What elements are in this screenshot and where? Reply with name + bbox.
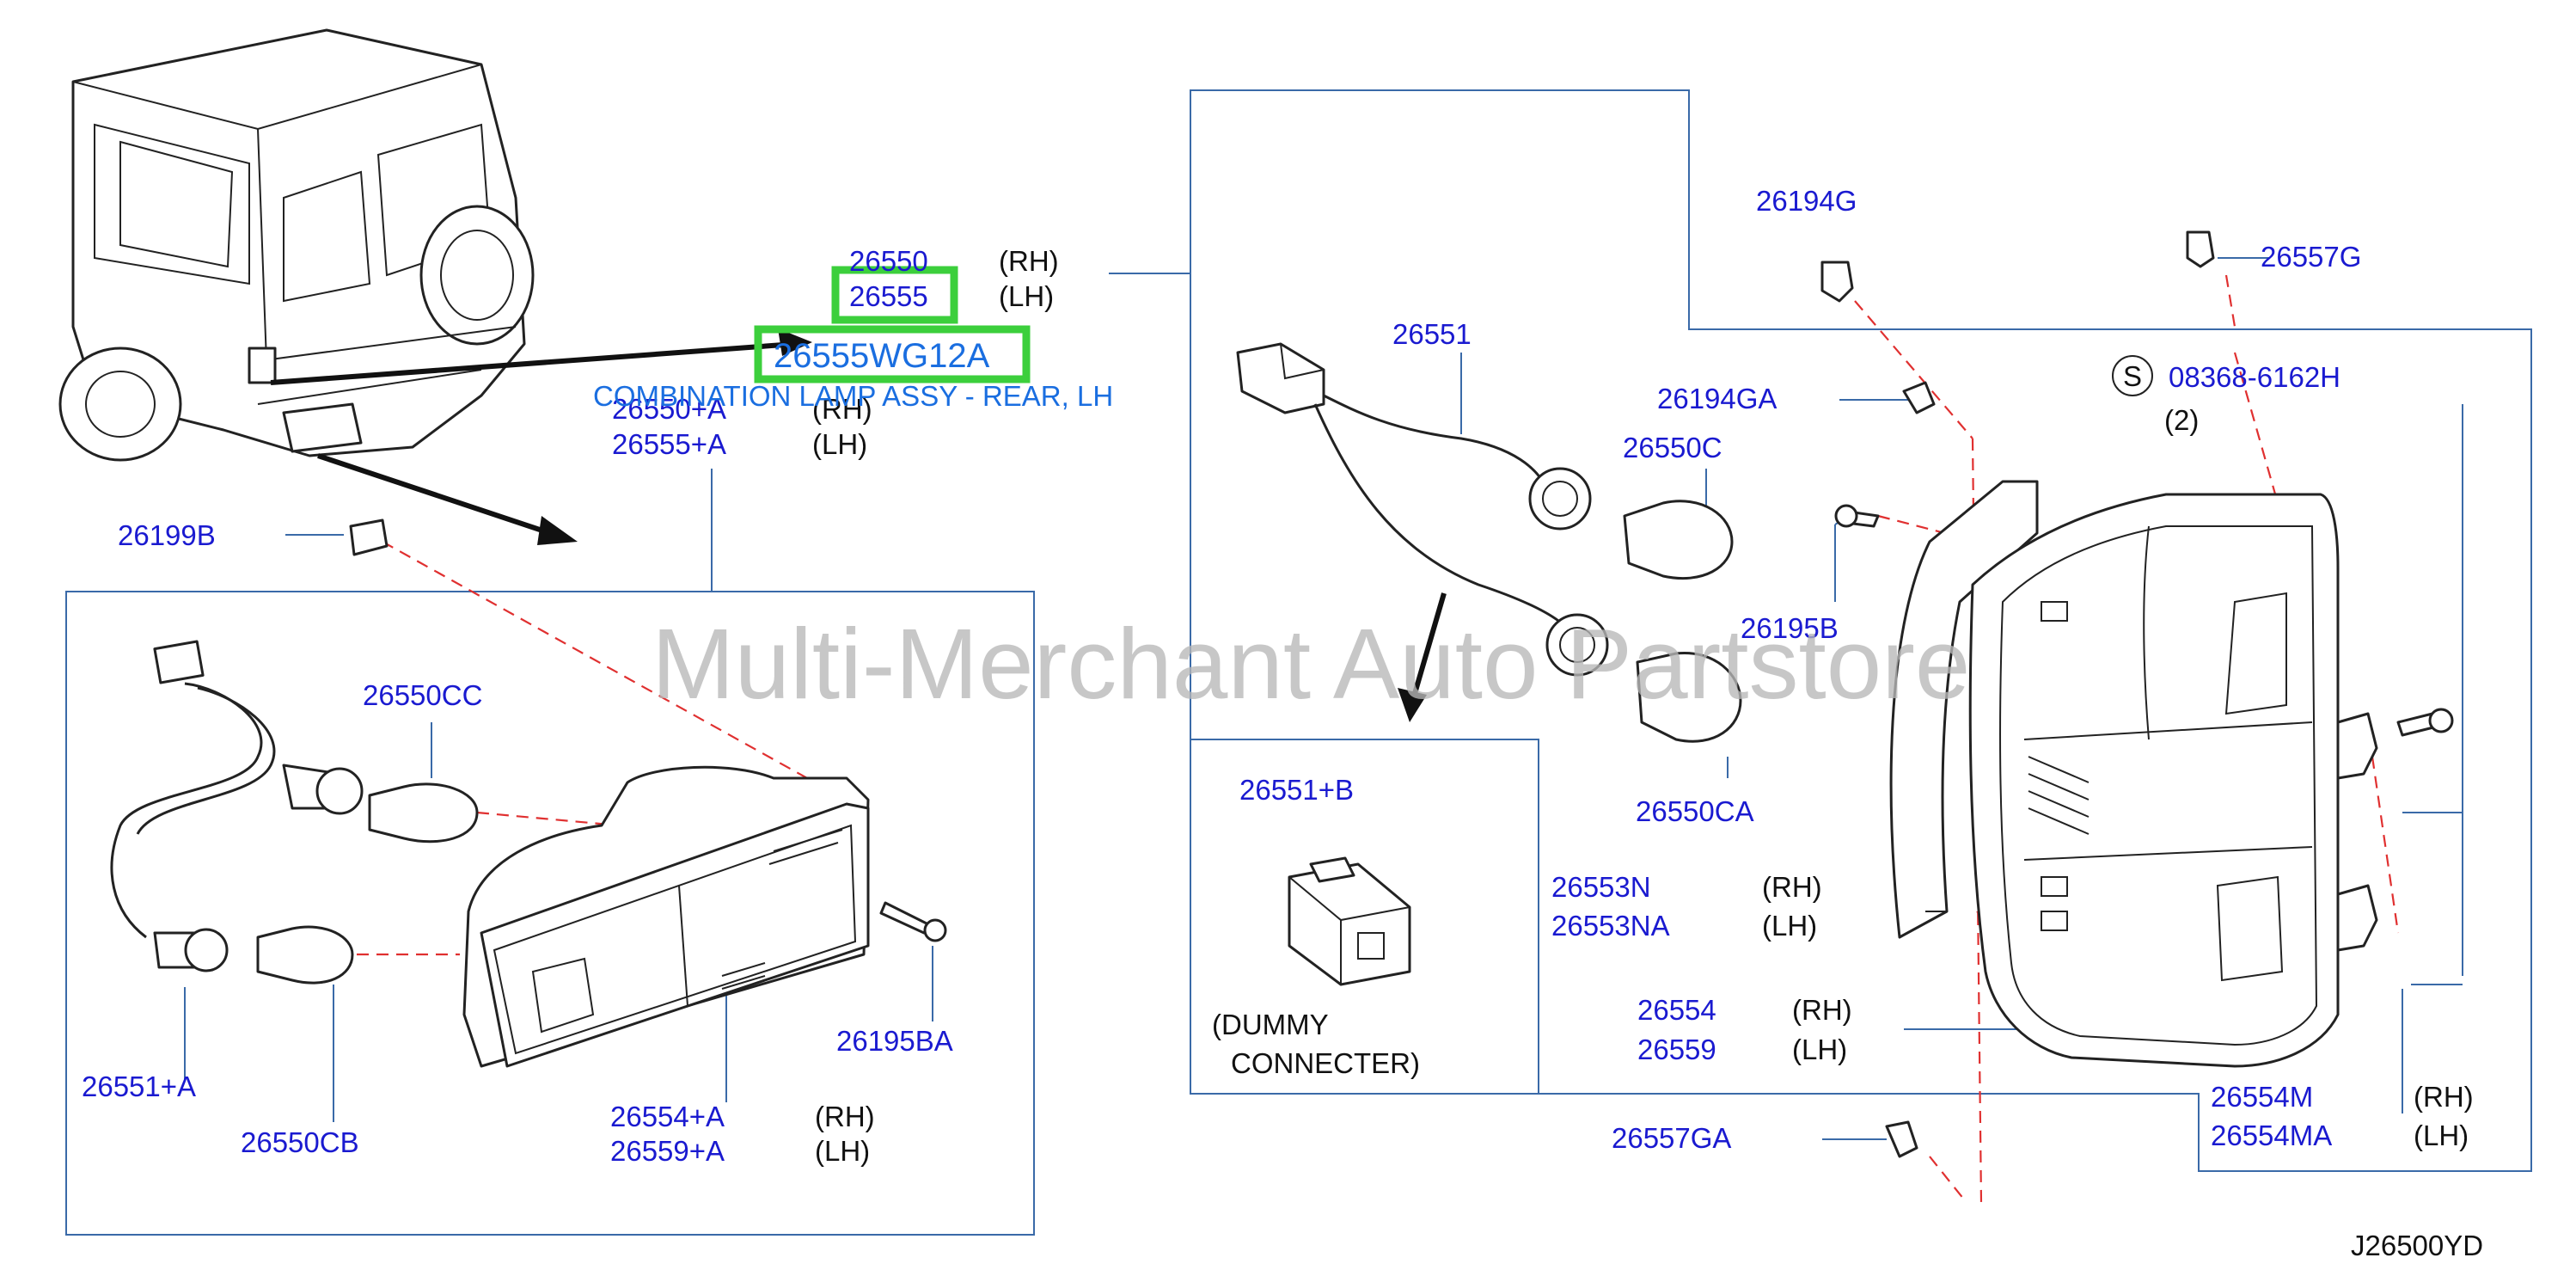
highlight-box-26555 [831, 266, 958, 324]
label-26557GA[interactable]: 26557GA [1612, 1122, 1731, 1154]
label-26551A[interactable]: 26551+A [82, 1070, 196, 1102]
right-socket-harness [1236, 342, 1609, 677]
dummy-connector [1288, 856, 1411, 986]
label-26550CA[interactable]: 26550CA [1636, 795, 1754, 827]
label-26554M[interactable]: 26554M [2211, 1081, 2313, 1113]
right-lamp-assembly [1820, 230, 2454, 1158]
label-26554[interactable]: 26554 [1637, 994, 1716, 1026]
label-26555-side: (LH) [999, 280, 1054, 312]
label-26554M-side: (RH) [2414, 1081, 2474, 1113]
label-26554MA-side: (LH) [2414, 1120, 2469, 1151]
label-26550-side: (RH) [999, 245, 1059, 277]
pointer-arrows [270, 328, 1447, 722]
diagram-code: J26500YD [2351, 1230, 2483, 1261]
label-26557G[interactable]: 26557G [2261, 241, 2361, 273]
highlight-box-26555WG12A[interactable] [754, 325, 1031, 383]
label-26554-side: (RH) [1792, 994, 1852, 1026]
label-26559A-side: (LH) [815, 1135, 870, 1167]
bulbs-right [1623, 500, 1742, 743]
label-26195BA[interactable]: 26195BA [836, 1025, 953, 1057]
dummy-connector-label-1: (DUMMY [1212, 1009, 1329, 1040]
label-qty-2: (2) [2164, 404, 2199, 436]
s-mark: S [2123, 360, 2142, 392]
part-labels: 26550 (RH) 26555 (LH) 26550+A (RH) 26555… [82, 185, 2483, 1261]
label-26553N-side: (RH) [1762, 871, 1822, 903]
label-26550CB[interactable]: 26550CB [241, 1126, 359, 1158]
label-26553NA-side: (LH) [1762, 910, 1817, 942]
label-26555[interactable]: 26555 [849, 280, 928, 312]
label-26550CC[interactable]: 26550CC [363, 679, 482, 711]
label-26550[interactable]: 26550 [849, 245, 928, 277]
dummy-connector-label-2: CONNECTER) [1231, 1047, 1420, 1079]
label-08368-6162H[interactable]: 08368-6162H [2169, 361, 2340, 393]
label-26194GA[interactable]: 26194GA [1657, 383, 1777, 414]
label-26553N[interactable]: 26553N [1551, 871, 1651, 903]
vehicle-rear-view [58, 28, 535, 462]
label-26195B[interactable]: 26195B [1741, 612, 1839, 644]
label-26550A[interactable]: 26550+A [612, 393, 726, 425]
label-26194G[interactable]: 26194G [1756, 185, 1857, 217]
label-26559-side: (LH) [1792, 1034, 1847, 1065]
label-26199B[interactable]: 26199B [118, 519, 216, 551]
label-26550A-side: (RH) [812, 393, 872, 425]
label-26555A[interactable]: 26555+A [612, 428, 726, 460]
s-mark-circle [2112, 355, 2153, 396]
left-lamp-assembly [110, 518, 947, 1068]
label-26551B[interactable]: 26551+B [1239, 774, 1354, 806]
highlight-part-number[interactable]: 26555WG12A [774, 337, 990, 375]
watermark: Multi-Merchant Auto Partstore [652, 608, 1970, 720]
label-26550C[interactable]: 26550C [1623, 432, 1722, 463]
label-26559A[interactable]: 26559+A [610, 1135, 725, 1167]
highlight-part-description: COMBINATION LAMP ASSY - REAR, LH [593, 380, 1113, 412]
label-26554MA[interactable]: 26554MA [2211, 1120, 2332, 1151]
frames [65, 89, 2532, 1236]
label-26554A-side: (RH) [815, 1101, 875, 1132]
leader-lines [184, 257, 2463, 1140]
label-26553NA[interactable]: 26553NA [1551, 910, 1670, 942]
label-26551[interactable]: 26551 [1392, 318, 1472, 350]
label-26559[interactable]: 26559 [1637, 1034, 1716, 1065]
label-26555A-side: (LH) [812, 428, 867, 460]
label-26554A[interactable]: 26554+A [610, 1101, 725, 1132]
